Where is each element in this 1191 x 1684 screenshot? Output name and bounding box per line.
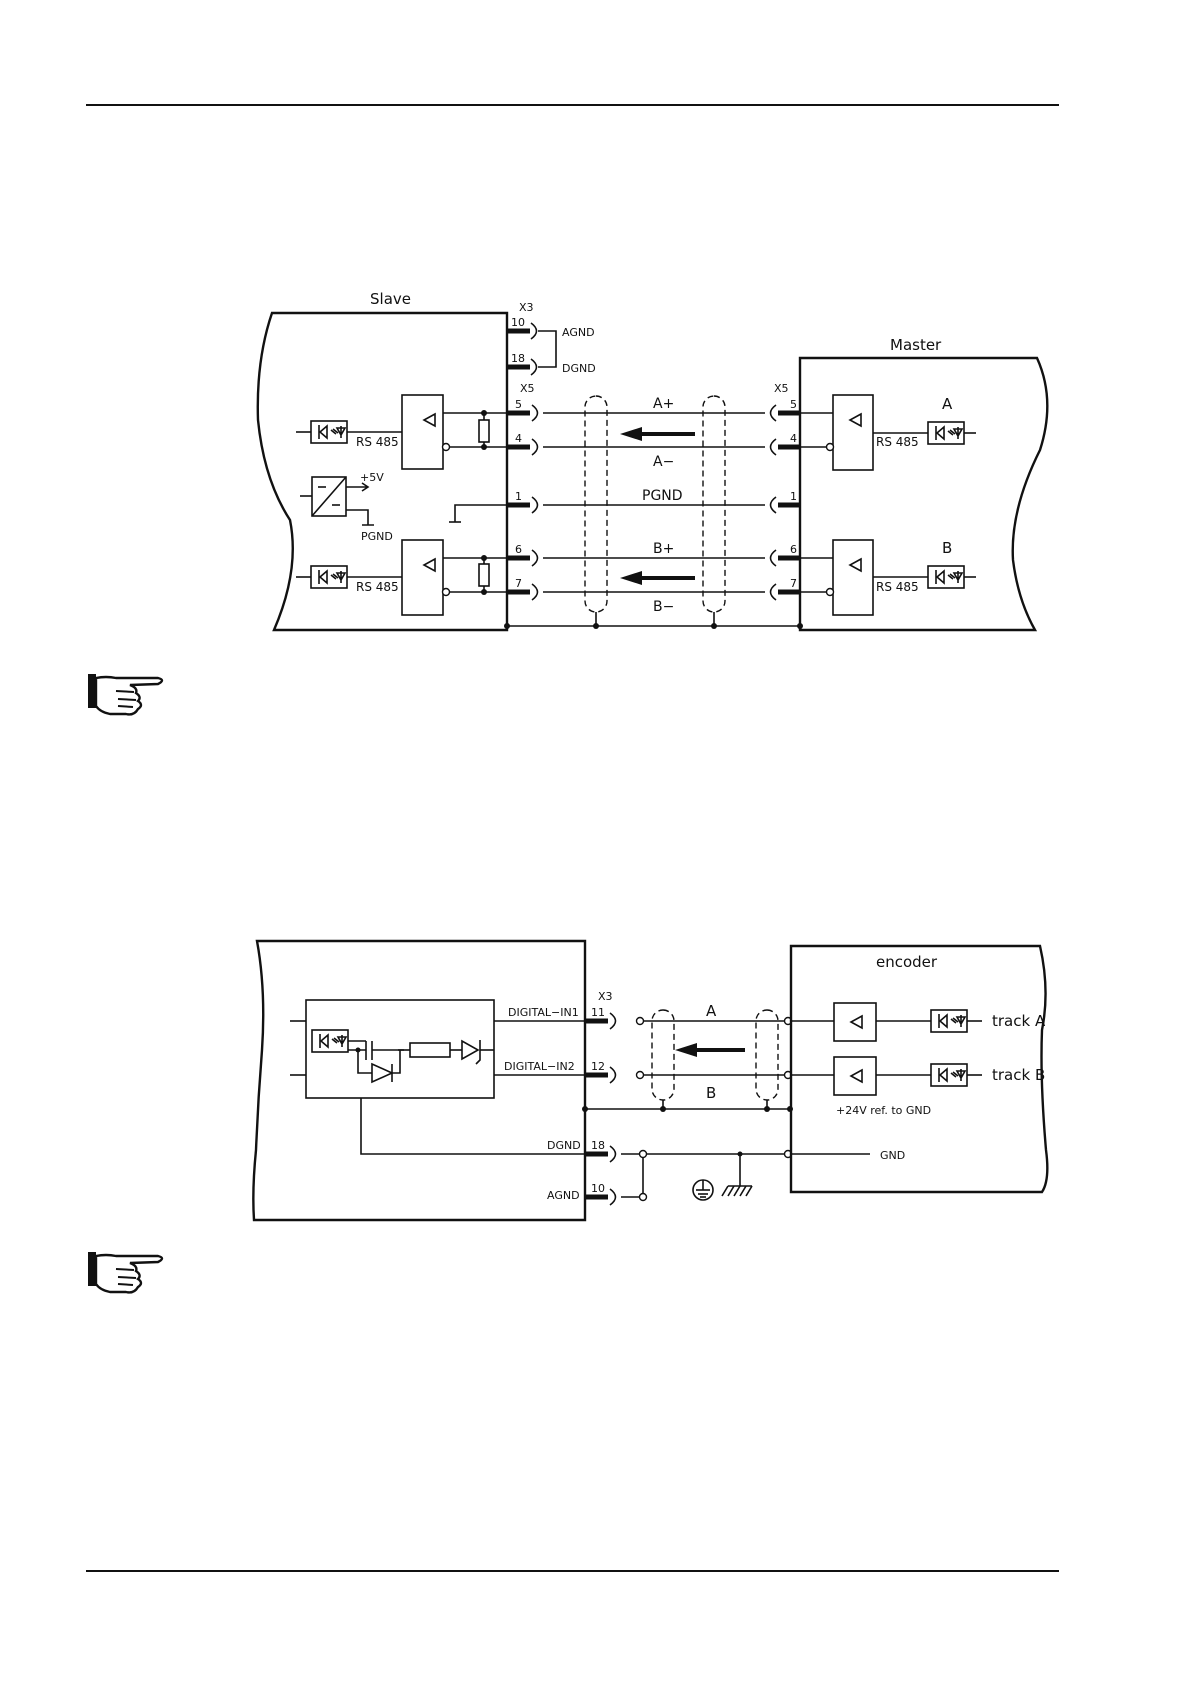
pin-label: 18 <box>511 352 525 365</box>
pin-label: 7 <box>515 577 522 590</box>
rs485-label-left-a: RS 485 <box>356 435 399 449</box>
ref-label: +24V ref. to GND <box>836 1104 931 1117</box>
signal-b-2: B <box>706 1084 716 1102</box>
encoder-label: encoder <box>876 953 938 971</box>
pin-label: 1 <box>515 490 522 503</box>
pin-label: 10 <box>591 1182 605 1195</box>
x5-left-label: X5 <box>520 382 535 395</box>
pin-label: 1 <box>790 490 797 503</box>
ground-symbol-icon <box>722 1154 752 1196</box>
track-a-label-2: track A <box>992 1012 1046 1030</box>
x3-label: X3 <box>519 301 534 314</box>
x5-right-label: X5 <box>774 382 789 395</box>
pin-label: 6 <box>790 543 797 556</box>
master-label: Master <box>890 336 942 354</box>
right-x5-pins: 5 4 1 6 7 <box>771 398 801 600</box>
dgnd-label: DGND <box>562 362 596 375</box>
signal-pgnd: PGND <box>642 488 683 504</box>
rs485-label-right-a: RS 485 <box>876 435 919 449</box>
agnd-label: AGND <box>562 326 595 339</box>
earth-ground-icon <box>693 1180 713 1200</box>
pgnd-small-label: PGND <box>361 530 393 543</box>
signal-a-2: A <box>706 1002 717 1020</box>
pin-label: 6 <box>515 543 522 556</box>
direction-arrow-icon <box>675 1043 745 1057</box>
pin-label: 4 <box>515 432 522 445</box>
signal-b-plus: B+ <box>653 541 674 557</box>
dgnd-label-2: DGND <box>547 1139 581 1152</box>
signal-a-plus: A+ <box>653 396 674 412</box>
agnd-label-2: AGND <box>547 1189 580 1202</box>
gnd-label: GND <box>880 1149 905 1162</box>
direction-arrow-icon <box>620 571 695 585</box>
pin-label: 18 <box>591 1139 605 1152</box>
pin-label: 12 <box>591 1060 605 1073</box>
left-x5-pins: 5 4 1 6 7 <box>508 398 538 600</box>
pin-label: 4 <box>790 432 797 445</box>
pointing-hand-icon <box>88 1252 162 1292</box>
signal-b-minus: B− <box>653 599 674 615</box>
x3-label-2: X3 <box>598 990 613 1003</box>
pin-label: 11 <box>591 1006 605 1019</box>
pin-label: 10 <box>511 316 525 329</box>
rs485-connection-diagram: Slave Master X3 10 18 AGND DGND X5 X5 RS… <box>258 290 1048 630</box>
plus5v-label: +5V <box>360 471 384 484</box>
rs485-label-right-b: RS 485 <box>876 580 919 594</box>
track-b-label-2: track B <box>992 1066 1045 1084</box>
digital-in2-label: DIGITAL−IN2 <box>504 1060 575 1073</box>
pointing-hand-icon <box>88 674 162 714</box>
pin-label: 5 <box>790 398 797 411</box>
direction-arrow-icon <box>620 427 695 441</box>
rs485-label-left-b: RS 485 <box>356 580 399 594</box>
signal-a-minus: A− <box>653 454 674 470</box>
encoder-connection-diagram: X3 DIGITAL−IN1 DIGITAL−IN2 DGND AGND 11 … <box>253 941 1047 1220</box>
track-b-label: B <box>942 539 952 557</box>
pin-label: 7 <box>790 577 797 590</box>
track-a-label: A <box>942 395 953 413</box>
slave-label: Slave <box>370 290 411 308</box>
pin-label: 5 <box>515 398 522 411</box>
digital-in1-label: DIGITAL−IN1 <box>508 1006 579 1019</box>
